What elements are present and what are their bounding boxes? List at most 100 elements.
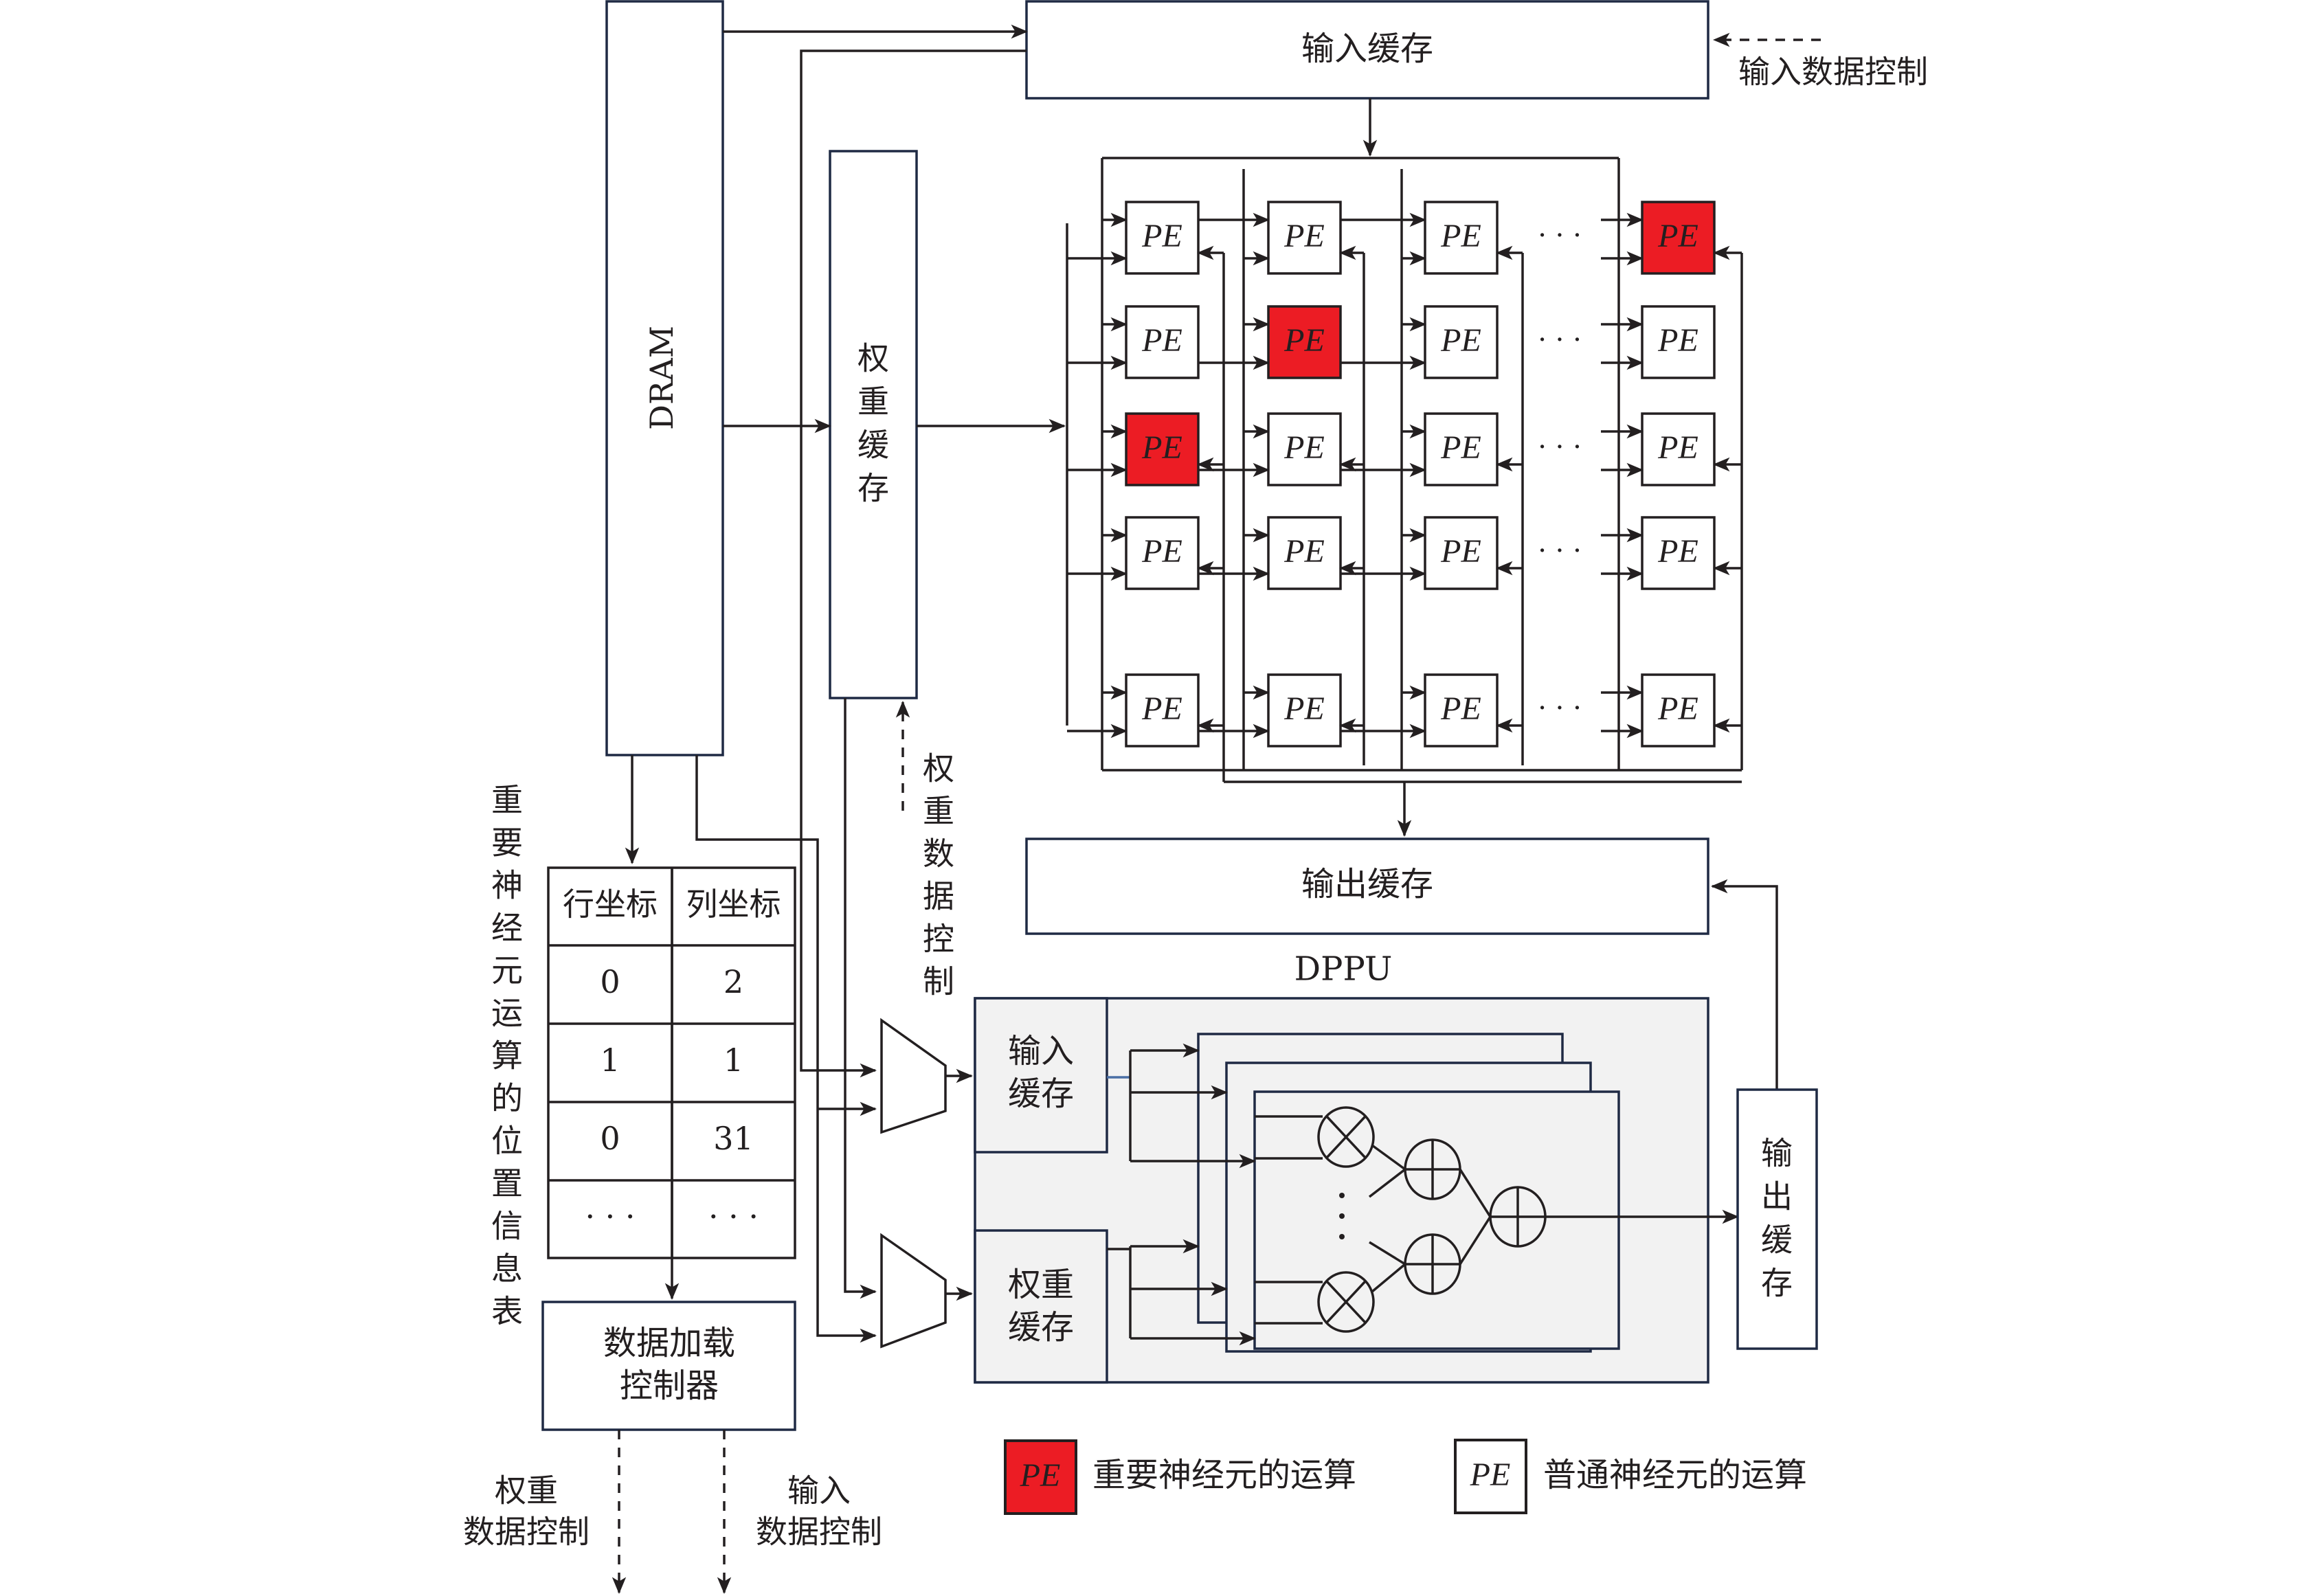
adder-icon <box>1404 1233 1461 1295</box>
pe-normal <box>1267 673 1342 748</box>
pe-important <box>1125 412 1200 486</box>
pe-label: PE <box>1141 322 1182 359</box>
pe-label: PE <box>1657 322 1698 359</box>
svg-text:缓: 缓 <box>1761 1222 1793 1259</box>
pe-important <box>1641 201 1716 275</box>
input-buffer-block: 输入缓存 <box>1025 0 1709 100</box>
svg-text:制: 制 <box>923 963 954 1000</box>
side-label-char: 神 <box>491 867 523 904</box>
output-buffer-block: 输出缓存 <box>1025 838 1709 935</box>
bottom-input-control-line-1: 输入 <box>787 1472 851 1509</box>
pe-label: PE <box>1657 429 1698 466</box>
pe-normal <box>1641 516 1716 590</box>
pe-cell: PE <box>1067 305 1244 379</box>
pe-normal <box>1267 516 1342 590</box>
compute-layer-front <box>1253 1090 1620 1350</box>
dppu-weight-buffer-line-2: 缓存 <box>1008 1308 1074 1347</box>
legend-item-normal: PE 普通神经元的运算 <box>1454 1439 1807 1514</box>
table-header: 行坐标 <box>563 886 658 923</box>
svg-text:输: 输 <box>1761 1135 1793 1172</box>
dppu-output-buffer-block: 输 出 缓 存 <box>1736 1088 1818 1350</box>
pe-normal <box>1424 305 1499 379</box>
weight-buffer-char: 重 <box>857 383 889 420</box>
pe-label: PE <box>1657 690 1698 727</box>
pe-label: PE <box>1657 218 1698 254</box>
dppu-input-buffer-line-2: 缓存 <box>1008 1075 1074 1113</box>
svg-text:据: 据 <box>923 878 954 915</box>
table-cell: 2 <box>724 963 743 1000</box>
pe-cell: PE <box>1244 305 1402 379</box>
dppu-input-buffer-line-1: 输入 <box>1008 1032 1074 1070</box>
weight-buffer-char: 权 <box>857 340 889 377</box>
pe-normal <box>1424 673 1499 748</box>
pe-label: PE <box>1440 690 1481 727</box>
pe-label: PE <box>1283 218 1325 254</box>
data-load-controller-block: 数据加载 控制器 <box>541 1301 796 1431</box>
bottom-weight-control-line-1: 权重 <box>495 1472 558 1509</box>
pe-ellipsis: · · · <box>1538 431 1582 463</box>
output-buffer-label: 输出缓存 <box>1301 865 1433 903</box>
weight-data-control-side-label: 权 重 数 据 控 制 <box>923 750 954 1000</box>
pe-label: PE <box>1141 429 1182 466</box>
pe-important <box>1267 305 1342 379</box>
pe-normal <box>1125 305 1200 379</box>
pe-ellipsis: · · · <box>1538 220 1582 251</box>
pe-cell: PE· · · <box>1402 516 1619 590</box>
pe-normal <box>1125 673 1200 748</box>
pe-normal <box>1267 201 1342 275</box>
side-label-char: 置 <box>491 1165 523 1202</box>
pe-label: PE <box>1283 533 1325 570</box>
svg-text:出: 出 <box>1761 1178 1793 1215</box>
legend-swatch-normal <box>1454 1439 1527 1514</box>
weight-mux <box>880 1233 974 1349</box>
data-load-controller-line-1: 数据加载 <box>603 1324 735 1362</box>
pe-cell: PE <box>1619 201 1742 275</box>
legend-item-important: PE 重要神经元的运算 <box>1004 1439 1356 1515</box>
svg-text:存: 存 <box>1761 1265 1793 1302</box>
pe-label: PE <box>1141 533 1182 570</box>
dram-block: DRAM <box>605 0 724 756</box>
side-label-char: 运 <box>491 995 523 1032</box>
pe-normal <box>1424 201 1499 275</box>
multiplier-icon <box>1255 1106 1375 1168</box>
dppu-weight-buffer-line-1: 权重 <box>1008 1266 1074 1304</box>
pe-cell: PE· · · <box>1402 673 1619 748</box>
pe-normal <box>1267 412 1342 486</box>
pe-normal <box>1641 673 1716 748</box>
table-cell: 31 <box>713 1120 754 1157</box>
dppu-input-buffer <box>974 997 1108 1154</box>
weight-buffer-to-mux-line <box>844 698 877 1299</box>
pe-label: PE <box>1141 690 1182 727</box>
dram-label: DRAM <box>643 326 680 430</box>
side-label-char: 元 <box>491 952 523 989</box>
pe-normal <box>1424 412 1499 486</box>
legend-text-important: 重要神经元的运算 <box>1092 1456 1356 1494</box>
side-label-char: 表 <box>491 1293 523 1330</box>
pe-label: PE <box>1440 322 1481 359</box>
dppu-mux-feed-line <box>800 49 1027 1078</box>
pe-label: PE <box>1283 429 1325 466</box>
pe-ellipsis: · · · <box>1538 324 1582 356</box>
table-cell: · · · <box>708 1198 759 1235</box>
table-cell: 1 <box>724 1042 743 1079</box>
pe-label: PE <box>1141 218 1182 254</box>
side-label-char: 息 <box>491 1250 523 1288</box>
bottom-input-control-line-2: 数据控制 <box>756 1514 882 1551</box>
svg-text:权: 权 <box>923 750 954 787</box>
svg-text:数: 数 <box>923 835 954 873</box>
pe-cell: PE· · · <box>1402 201 1619 275</box>
pe-cell: PE <box>1619 305 1716 379</box>
data-load-controller-line-2: 控制器 <box>620 1367 719 1405</box>
pe-label: PE <box>1657 533 1698 570</box>
bottom-weight-control-line-2: 数据控制 <box>463 1514 590 1551</box>
pe-cell: PE <box>1067 673 1244 748</box>
pe-cell: PE <box>1619 412 1742 486</box>
adder-icon <box>1489 1186 1547 1248</box>
pe-cell: PE <box>1619 673 1742 748</box>
pe-ellipsis: · · · <box>1538 535 1582 567</box>
pe-normal <box>1641 305 1716 379</box>
table-cell: 1 <box>600 1042 620 1079</box>
